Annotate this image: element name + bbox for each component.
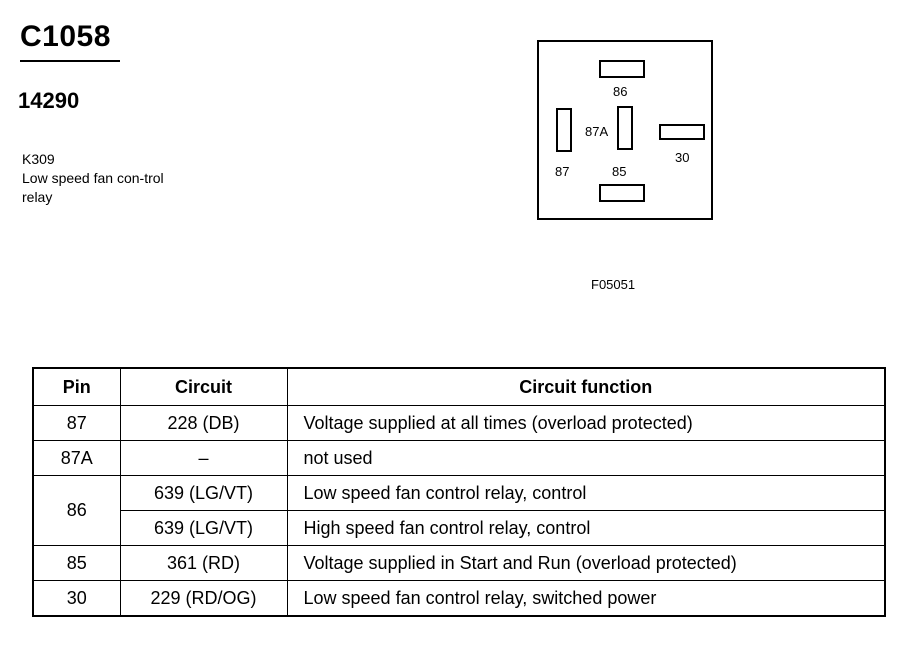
part-number: 14290 bbox=[18, 88, 80, 113]
pin-86-terminal bbox=[599, 60, 645, 78]
pin-87a-label: 87A bbox=[585, 124, 609, 139]
table-header-row: Pin Circuit Circuit function bbox=[32, 367, 886, 406]
cell-pin: 87 bbox=[32, 405, 121, 441]
cell-function: not used bbox=[286, 440, 886, 476]
pin-87a-terminal bbox=[617, 106, 633, 150]
cell-circuit: 639 (LG/VT) bbox=[119, 475, 288, 511]
table-row: 85 361 (RD) Voltage supplied in Start an… bbox=[32, 545, 886, 581]
component-description: Low speed fan con-trol relay bbox=[22, 170, 164, 205]
pin-85-label: 85 bbox=[612, 164, 627, 179]
cell-pin: 30 bbox=[32, 580, 121, 617]
pin-87-label: 87 bbox=[555, 164, 570, 179]
table-row: 87A – not used bbox=[32, 440, 886, 476]
cell-pin: 86 bbox=[32, 475, 121, 546]
cell-function: High speed fan control relay, control bbox=[286, 510, 886, 546]
cell-function: Low speed fan control relay, control bbox=[286, 475, 886, 511]
pin-86-label: 86 bbox=[613, 84, 628, 99]
figure-id: F05051 bbox=[591, 277, 636, 292]
table-row: 86 639 (LG/VT) Low speed fan control rel… bbox=[32, 475, 886, 546]
cell-function: Voltage supplied at all times (overload … bbox=[286, 405, 886, 441]
cell-circuit: 229 (RD/OG) bbox=[119, 580, 288, 617]
table-row: 30 229 (RD/OG) Low speed fan control rel… bbox=[32, 580, 886, 617]
header-pin: Pin bbox=[32, 367, 121, 406]
pin-table: Pin Circuit Circuit function 87 228 (DB)… bbox=[32, 367, 886, 617]
cell-pin: 87A bbox=[32, 440, 121, 476]
pin-30-label: 30 bbox=[675, 150, 690, 165]
connector-face-diagram: 86 87 87A 30 85 bbox=[537, 40, 713, 220]
cell-circuit: 639 (LG/VT) bbox=[119, 510, 288, 546]
pin-87-terminal bbox=[556, 108, 572, 152]
header-circuit-function: Circuit function bbox=[286, 367, 886, 406]
pin-30-terminal bbox=[659, 124, 705, 140]
pin-85-terminal bbox=[599, 184, 645, 202]
connector-id: C1058 bbox=[20, 20, 111, 53]
cell-circuit: 361 (RD) bbox=[119, 545, 288, 581]
cell-circuit: – bbox=[119, 440, 288, 476]
title-underline bbox=[20, 60, 120, 62]
cell-circuit: 228 (DB) bbox=[119, 405, 288, 441]
cell-pin: 85 bbox=[32, 545, 121, 581]
component-code: K309 bbox=[22, 151, 55, 167]
table-row: 639 (LG/VT) High speed fan control relay… bbox=[33, 510, 886, 546]
cell-function: Voltage supplied in Start and Run (overl… bbox=[286, 545, 886, 581]
header-circuit: Circuit bbox=[119, 367, 288, 406]
cell-function: Low speed fan control relay, switched po… bbox=[286, 580, 886, 617]
table-row: 87 228 (DB) Voltage supplied at all time… bbox=[32, 405, 886, 441]
